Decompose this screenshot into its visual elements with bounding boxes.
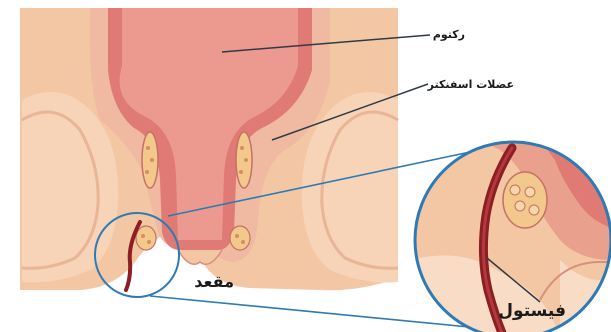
right-sphincter-fat	[236, 132, 252, 188]
left-sphincter-fat	[142, 132, 158, 188]
lower-fat-right	[230, 226, 250, 250]
lower-fat-left	[136, 226, 156, 250]
fistula-label: فیستول	[498, 301, 566, 321]
rectum-label: رکتوم	[433, 28, 465, 41]
sphincter-label: عضلات اسفنکتر	[427, 78, 514, 91]
anatomy-main	[20, 8, 398, 290]
anus-label: مقعد	[194, 272, 234, 291]
